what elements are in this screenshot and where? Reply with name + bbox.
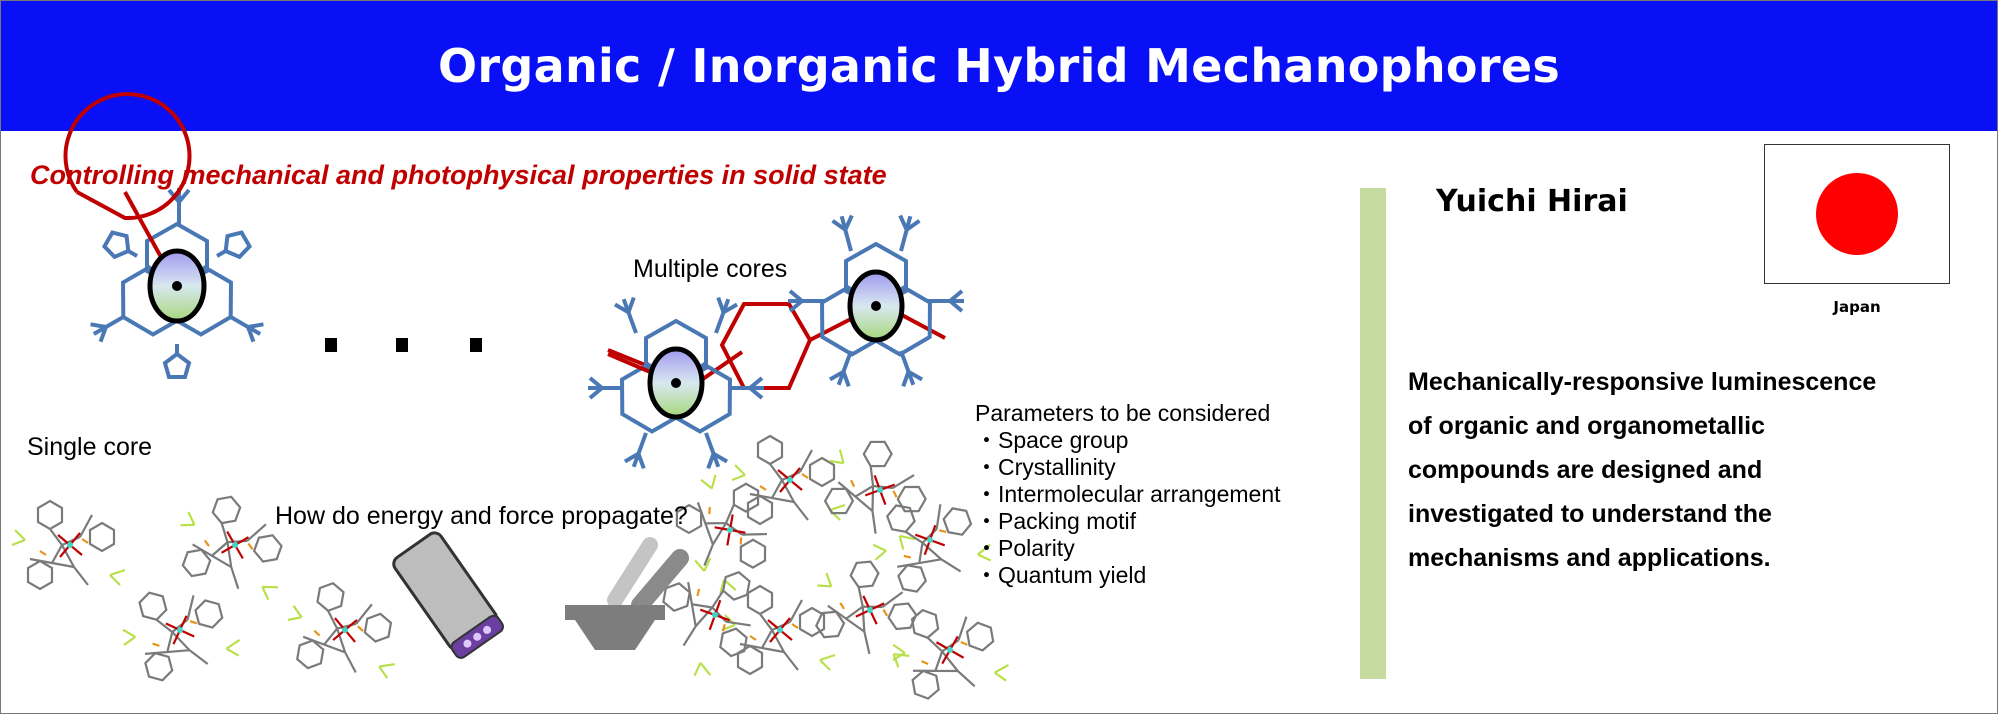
description-line: Mechanically-responsive luminescence: [1408, 368, 1877, 396]
japan-flag-icon: [1764, 144, 1950, 284]
question-text: How do energy and force propagate?: [275, 502, 688, 530]
crystal-structures: [10, 421, 1013, 705]
research-description: Mechanically-responsive luminescence of …: [1408, 360, 1988, 580]
multiple-core-molecule: [586, 211, 966, 473]
parameter-item: ・Intermolecular arrangement: [975, 481, 1281, 507]
description-line: compounds are designed and: [1408, 456, 1763, 484]
ellipsis-dots: [325, 338, 482, 352]
mechanophore-diagram: [10, 92, 1013, 705]
author-name: Yuichi Hirai: [1436, 184, 1628, 219]
single-core-label: Single core: [27, 433, 153, 461]
parameters-title: Parameters to be considered: [975, 400, 1271, 426]
header-banner: Organic / Inorganic Hybrid Mechanophores: [1, 1, 1997, 131]
single-core-molecule: [63, 92, 268, 379]
description-line: investigated to understand the: [1408, 500, 1772, 528]
accent-divider: [1360, 188, 1386, 679]
description-line: of organic and organometallic: [1408, 412, 1765, 440]
mortar-pestle-icon: [565, 537, 689, 650]
vial-icon: [392, 531, 504, 659]
poster-title: Organic / Inorganic Hybrid Mechanophores: [437, 39, 1561, 93]
description-line: mechanisms and applications.: [1408, 544, 1771, 572]
parameter-item: ・Polarity: [975, 535, 1075, 561]
parameter-item: ・Crystallinity: [975, 454, 1116, 480]
parameter-item: ・Packing motif: [975, 508, 1137, 534]
subtitle: Controlling mechanical and photophysical…: [30, 160, 887, 190]
parameter-item: ・Quantum yield: [975, 562, 1147, 588]
multiple-cores-label: Multiple cores: [633, 255, 788, 283]
parameters-list: Parameters to be considered ・Space group…: [975, 400, 1281, 589]
country-label: Japan: [1833, 298, 1881, 316]
parameter-item: ・Space group: [975, 427, 1129, 453]
